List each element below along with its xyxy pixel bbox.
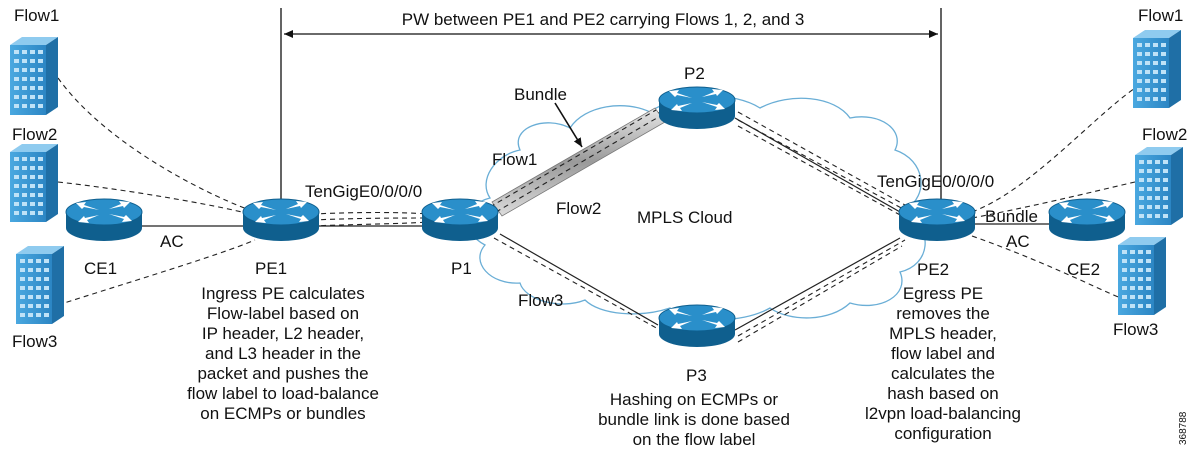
flow-paths: [57, 77, 1136, 343]
server-flow3-left-icon: [16, 246, 64, 324]
p1-router-icon: [421, 198, 499, 242]
tengig-left-label: TenGigE0/0/0/0: [305, 182, 423, 201]
tengig-right-label: TenGigE0/0/0/0: [877, 172, 995, 191]
ingress-note: Ingress PE calculates Flow-label based o…: [187, 284, 379, 423]
server-flow2-right-icon: [1135, 147, 1183, 225]
p3-label: P3: [686, 366, 707, 385]
ce2-label: CE2: [1067, 260, 1101, 279]
server-flow1-right-icon: [1133, 30, 1181, 108]
ac-right-label: AC: [1006, 232, 1030, 251]
hashing-note: Hashing on ECMPs or bundle link is done …: [598, 390, 790, 449]
flow1-path-label: Flow1: [492, 150, 538, 169]
solid-links: [142, 111, 1050, 331]
server-flow3-right-icon: [1118, 237, 1166, 315]
flow2-path-label: Flow2: [556, 199, 602, 218]
p1-label: P1: [451, 259, 472, 278]
ce1-label: CE1: [84, 259, 118, 278]
flow3-right-label: Flow3: [1113, 320, 1159, 339]
flow2-right-label: Flow2: [1142, 125, 1188, 144]
flow1-right-label: Flow1: [1138, 6, 1184, 25]
pw-banner: PW between PE1 and PE2 carrying Flows 1,…: [401, 10, 805, 29]
bundle-right-label: Bundle: [985, 207, 1038, 226]
ac-left-label: AC: [160, 232, 184, 251]
pe2-router-icon: [898, 198, 976, 242]
p2-router-icon: [658, 86, 736, 130]
server-flow2-left-icon: [10, 144, 58, 222]
ce1-router-icon: [65, 198, 143, 242]
flow3-path-label: Flow3: [518, 291, 564, 310]
pe1-router-icon: [242, 198, 320, 242]
egress-note: Egress PE removes the MPLS header, flow …: [865, 284, 1021, 443]
flow3-left-label: Flow3: [12, 332, 58, 351]
flow1-left-label: Flow1: [14, 6, 60, 25]
mpls-cloud-label: MPLS Cloud: [637, 208, 733, 227]
figure-id: 368788: [1178, 411, 1189, 445]
bundle-top-label: Bundle: [514, 85, 567, 104]
pe1-label: PE1: [255, 259, 288, 278]
bundle-pointer: [554, 102, 583, 148]
pe2-label: PE2: [917, 260, 950, 279]
flow2-left-label: Flow2: [12, 125, 58, 144]
p3-router-icon: [658, 304, 736, 348]
ce2-router-icon: [1048, 198, 1126, 242]
server-flow1-left-icon: [10, 37, 58, 115]
p2-label: P2: [684, 64, 705, 83]
